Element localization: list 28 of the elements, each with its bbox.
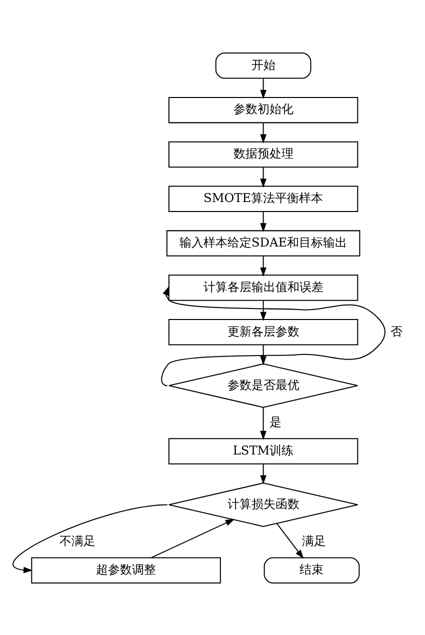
edge-label: 不满足 xyxy=(60,534,96,548)
arrow xyxy=(260,78,266,98)
arrow xyxy=(12,504,168,573)
node-diamond: 参数是否最优 xyxy=(168,362,358,408)
node-box: 开始 xyxy=(215,52,312,78)
node-box: 计算各层输出值和误差 xyxy=(168,274,358,300)
edge-label: 满足 xyxy=(302,534,326,548)
edge-label: 是 xyxy=(269,414,282,429)
arrow xyxy=(260,406,266,440)
arrow xyxy=(260,300,266,321)
arrow xyxy=(260,167,266,188)
node-box: 输入样本给定SDAE和目标输出 xyxy=(166,230,360,256)
arrow xyxy=(161,286,386,386)
node-box: LSTM训练 xyxy=(168,438,358,464)
arrow xyxy=(260,256,266,276)
arrow xyxy=(151,518,235,558)
arrow xyxy=(260,344,266,365)
node-box: 更新各层参数 xyxy=(168,318,358,345)
node-box: 数据预处理 xyxy=(168,140,358,168)
edge-label: 否 xyxy=(390,324,403,338)
node-box: 超参数调整 xyxy=(31,556,221,583)
node-box: SMOTE算法平衡样本 xyxy=(168,185,358,212)
arrow xyxy=(260,122,266,143)
node-box: 结束 xyxy=(264,556,360,583)
arrow xyxy=(276,522,304,558)
arrow xyxy=(260,211,266,232)
node-box: 参数初始化 xyxy=(168,96,358,123)
arrow xyxy=(260,463,266,484)
